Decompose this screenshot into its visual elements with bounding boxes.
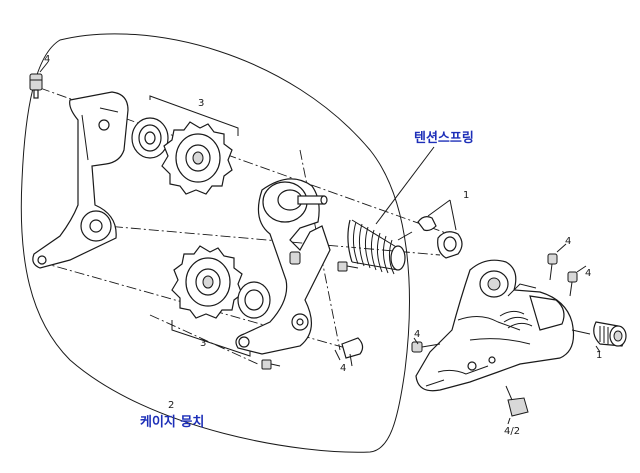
callout-end-cap: 1 [596, 350, 602, 361]
cage-assembly-label: 케이지 뭉치 [140, 414, 204, 430]
body-bolt-right-b [567, 271, 578, 297]
callout-bolt-cage-bottom: 4 [340, 363, 346, 374]
upper-washer [131, 117, 169, 159]
callout-pulley-set-top: 3 [198, 98, 204, 109]
end-cap [593, 321, 627, 347]
cage-bolt-top [29, 73, 43, 99]
outer-cage-plate [32, 91, 129, 269]
callout-bolt-body-right-b: 4 [585, 268, 591, 279]
tension-spring-leader [375, 146, 435, 225]
pulley-set-bottom-bracket [171, 320, 251, 357]
lower-washer [237, 281, 271, 319]
tension-spring [347, 219, 413, 275]
lower-jockey-pulley [171, 245, 243, 319]
derailleur-body [415, 259, 575, 392]
callout-pulley-set-bottom: 3 [200, 338, 206, 349]
body-bolt-bottom [505, 385, 529, 417]
cage-assembly-outline [20, 33, 410, 453]
retainer-clip [417, 216, 463, 259]
cage-screw-lower [261, 359, 281, 370]
mid-screw [337, 261, 359, 272]
callout-bolt-body-right-a: 4 [565, 236, 571, 247]
callout-retainer-clip: 1 [463, 190, 469, 201]
cage-bolt-bottom [341, 337, 364, 367]
callout-bolt-body-bottom: 4/2 [504, 426, 520, 437]
pulley-set-top-bracket [149, 95, 239, 136]
upper-jockey-pulley [161, 121, 233, 195]
callout-cage-assembly-number: 2 [168, 400, 174, 411]
inner-cage-plate [235, 178, 331, 355]
tension-spring-label: 텐션스프링 [414, 130, 474, 146]
callout-bolt-body-left: 4 [414, 329, 420, 340]
body-bolt-right-a [547, 253, 558, 281]
callout-bolt-cage-top: 4 [44, 54, 50, 65]
